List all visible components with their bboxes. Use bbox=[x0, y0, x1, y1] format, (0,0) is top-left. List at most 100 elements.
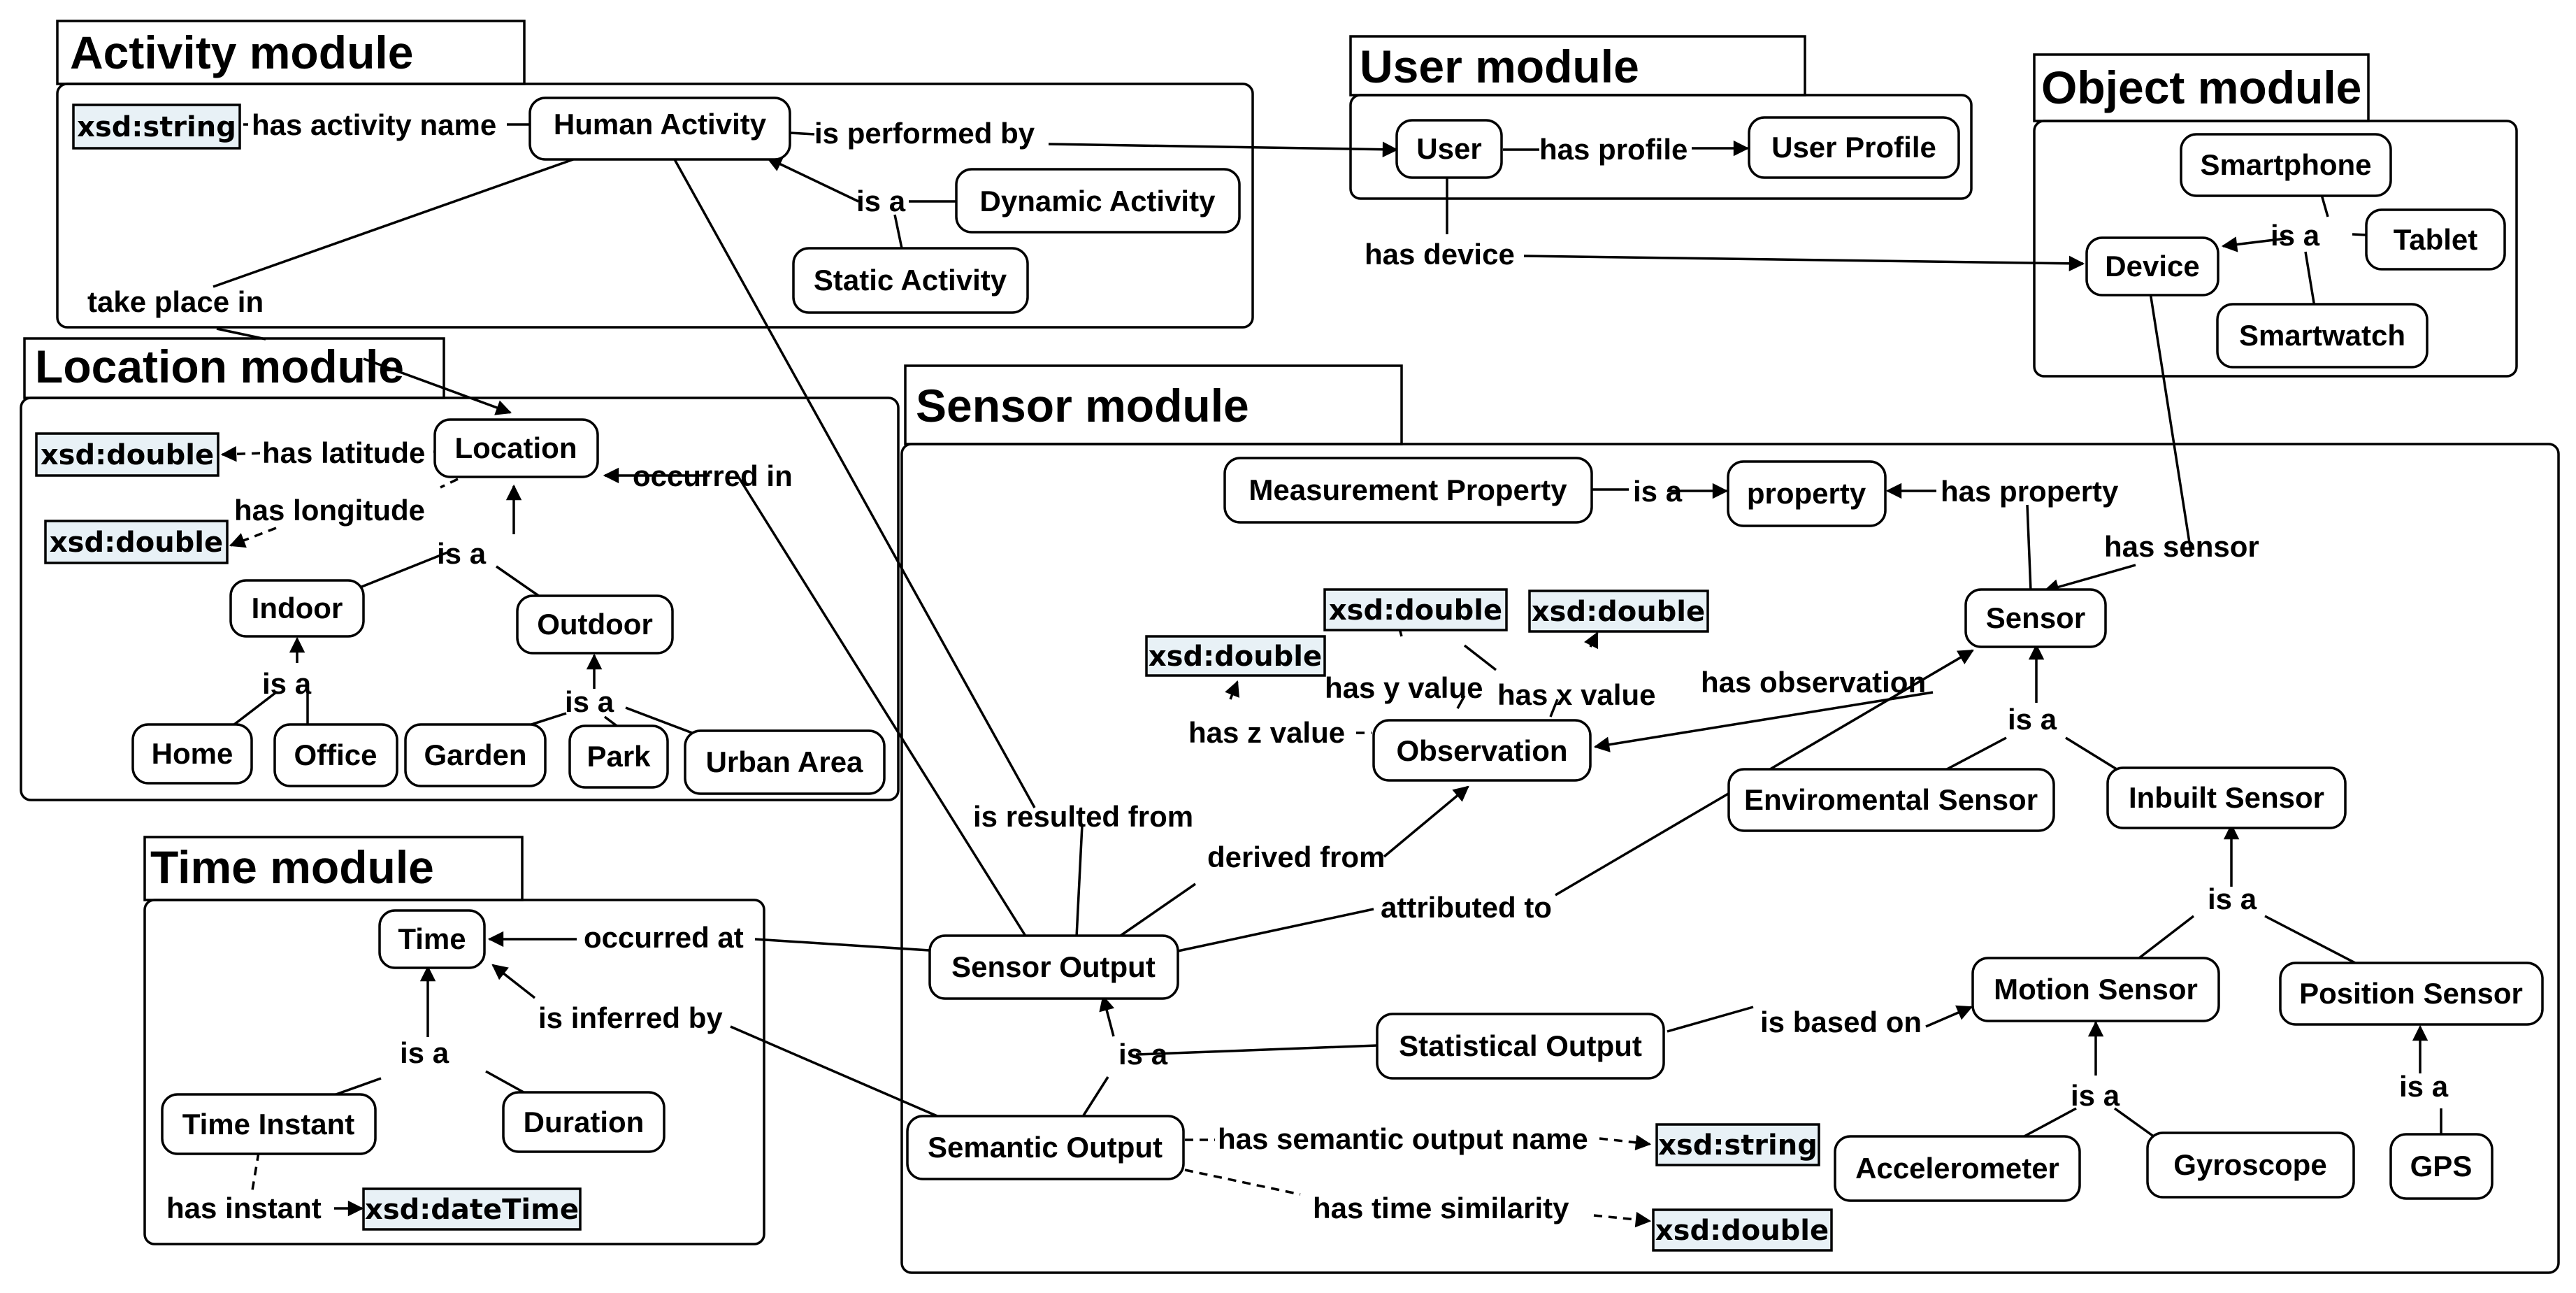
node-measurement-property-label: Measurement Property bbox=[1249, 473, 1567, 506]
node-time-label: Time bbox=[398, 922, 466, 955]
label-is-based-on: is based on bbox=[1760, 1006, 1922, 1038]
node-gyroscope-label: Gyroscope bbox=[2173, 1148, 2326, 1181]
label-has-device: has device bbox=[1365, 238, 1515, 271]
datatype-latitude[interactable]: xsd:double bbox=[35, 432, 220, 477]
user-module: User module bbox=[1349, 35, 1973, 200]
label-has-sensor: has sensor bbox=[2104, 530, 2259, 563]
node-duration[interactable]: Duration bbox=[502, 1091, 665, 1153]
node-static-activity[interactable]: Static Activity bbox=[792, 247, 1029, 314]
label-has-z-value: has z value bbox=[1188, 716, 1345, 749]
datatype-longitude[interactable]: xsd:double bbox=[44, 520, 229, 564]
node-urban-area[interactable]: Urban Area bbox=[684, 729, 886, 795]
label-is-a-inbuilt: is a bbox=[2208, 883, 2257, 915]
nodes: Human Activity Dynamic Activity Static A… bbox=[131, 97, 2544, 1202]
datatype-time-similarity[interactable]: xsd:double bbox=[1652, 1208, 1833, 1252]
node-office[interactable]: Office bbox=[273, 723, 398, 787]
datatype-activity-name[interactable]: xsd:string bbox=[72, 103, 241, 150]
node-accelerometer[interactable]: Accelerometer bbox=[1834, 1135, 2081, 1202]
node-park[interactable]: Park bbox=[568, 724, 669, 789]
sensor-module-title: Sensor module bbox=[916, 380, 1249, 431]
node-position-sensor-label: Position Sensor bbox=[2299, 977, 2523, 1010]
user-module-frame bbox=[1349, 94, 1973, 200]
node-tablet[interactable]: Tablet bbox=[2365, 208, 2506, 271]
edges bbox=[213, 123, 2442, 1228]
datatype-semantic-output-name-label: xsd:string bbox=[1658, 1129, 1818, 1162]
node-observation-label: Observation bbox=[1396, 734, 1567, 767]
node-semantic-output[interactable]: Semantic Output bbox=[906, 1115, 1185, 1180]
datatype-y-value[interactable]: xsd:double bbox=[1323, 588, 1508, 631]
datatype-instant[interactable]: xsd:dateTime bbox=[362, 1187, 582, 1231]
node-time-instant[interactable]: Time Instant bbox=[161, 1093, 377, 1155]
object-module-frame bbox=[2033, 120, 2518, 378]
datatypes: xsd:string xsd:double xsd:double xsd:dat… bbox=[35, 103, 1833, 1252]
node-user[interactable]: User bbox=[1395, 119, 1503, 179]
datatype-z-value[interactable]: xsd:double bbox=[1145, 635, 1326, 677]
node-user-label: User bbox=[1416, 132, 1481, 165]
node-motion-sensor[interactable]: Motion Sensor bbox=[1971, 957, 2220, 1022]
label-has-profile: has profile bbox=[1539, 133, 1688, 166]
node-dynamic-activity[interactable]: Dynamic Activity bbox=[955, 168, 1241, 234]
node-smartphone[interactable]: Smartphone bbox=[2180, 133, 2392, 197]
datatype-longitude-label: xsd:double bbox=[50, 527, 223, 559]
label-has-property: has property bbox=[1941, 475, 2119, 508]
label-occurred-at: occurred at bbox=[584, 921, 744, 954]
label-derived-from: derived from bbox=[1207, 841, 1385, 873]
time-module: Time module bbox=[143, 836, 765, 1245]
node-home-label: Home bbox=[152, 737, 233, 770]
node-sensor-output[interactable]: Sensor Output bbox=[928, 934, 1179, 1000]
node-gps[interactable]: GPS bbox=[2389, 1133, 2494, 1200]
label-is-a-indoor: is a bbox=[262, 667, 312, 700]
label-is-a-sensor: is a bbox=[2008, 703, 2057, 736]
datatype-semantic-output-name[interactable]: xsd:string bbox=[1655, 1123, 1820, 1166]
node-location[interactable]: Location bbox=[433, 418, 599, 478]
label-has-semantic-output-name: has semantic output name bbox=[1218, 1122, 1588, 1155]
node-user-profile[interactable]: User Profile bbox=[1748, 116, 1960, 179]
edge-labels: has activity name is performed by is a t… bbox=[87, 108, 2449, 1224]
node-sensor[interactable]: Sensor bbox=[1964, 588, 2107, 648]
node-observation[interactable]: Observation bbox=[1372, 719, 1592, 782]
node-park-label: Park bbox=[587, 740, 651, 773]
datatype-z-value-label: xsd:double bbox=[1149, 641, 1322, 673]
time-module-title: Time module bbox=[150, 841, 434, 893]
node-position-sensor[interactable]: Position Sensor bbox=[2279, 962, 2544, 1026]
node-inbuilt-sensor[interactable]: Inbuilt Sensor bbox=[2106, 766, 2347, 829]
node-smartwatch[interactable]: Smartwatch bbox=[2216, 303, 2429, 369]
activity-module: Activity module bbox=[56, 20, 1254, 329]
datatype-x-value[interactable]: xsd:double bbox=[1528, 590, 1709, 633]
node-property-label: property bbox=[1747, 477, 1866, 510]
node-property[interactable]: property bbox=[1727, 460, 1887, 527]
node-statistical-output-label: Statistical Output bbox=[1399, 1029, 1642, 1062]
node-motion-sensor-label: Motion Sensor bbox=[1994, 973, 2198, 1006]
node-dynamic-activity-label: Dynamic Activity bbox=[980, 185, 1216, 217]
node-garden-label: Garden bbox=[424, 738, 526, 771]
object-module: Object module bbox=[2033, 53, 2518, 378]
node-gyroscope[interactable]: Gyroscope bbox=[2146, 1131, 2355, 1199]
node-user-profile-label: User Profile bbox=[1771, 131, 1936, 164]
activity-module-title: Activity module bbox=[70, 27, 413, 78]
node-sensor-label: Sensor bbox=[1986, 601, 2085, 634]
datatype-y-value-label: xsd:double bbox=[1329, 594, 1502, 627]
node-smartphone-label: Smartphone bbox=[2200, 148, 2371, 181]
node-indoor[interactable]: Indoor bbox=[229, 579, 365, 638]
node-device[interactable]: Device bbox=[2085, 236, 2219, 297]
node-accelerometer-label: Accelerometer bbox=[1855, 1152, 2059, 1185]
datatype-latitude-label: xsd:double bbox=[41, 439, 214, 471]
node-home[interactable]: Home bbox=[131, 723, 253, 785]
label-is-resulted-from: is resulted from bbox=[973, 800, 1193, 833]
label-has-instant: has instant bbox=[166, 1192, 322, 1224]
label-is-a-position: is a bbox=[2399, 1070, 2449, 1103]
node-time[interactable]: Time bbox=[378, 909, 486, 969]
label-is-a-time: is a bbox=[400, 1036, 449, 1069]
label-is-a-property: is a bbox=[1633, 475, 1683, 508]
label-has-x-value: has x value bbox=[1497, 678, 1655, 711]
node-statistical-output[interactable]: Statistical Output bbox=[1376, 1013, 1665, 1080]
node-enviromental-sensor[interactable]: Enviromental Sensor bbox=[1727, 768, 2055, 832]
node-human-activity[interactable]: Human Activity bbox=[528, 97, 791, 161]
node-outdoor[interactable]: Outdoor bbox=[516, 594, 674, 655]
label-take-place-in: take place in bbox=[87, 285, 264, 318]
node-measurement-property[interactable]: Measurement Property bbox=[1223, 457, 1593, 524]
location-module-frame bbox=[20, 397, 900, 801]
node-garden[interactable]: Garden bbox=[404, 723, 547, 787]
